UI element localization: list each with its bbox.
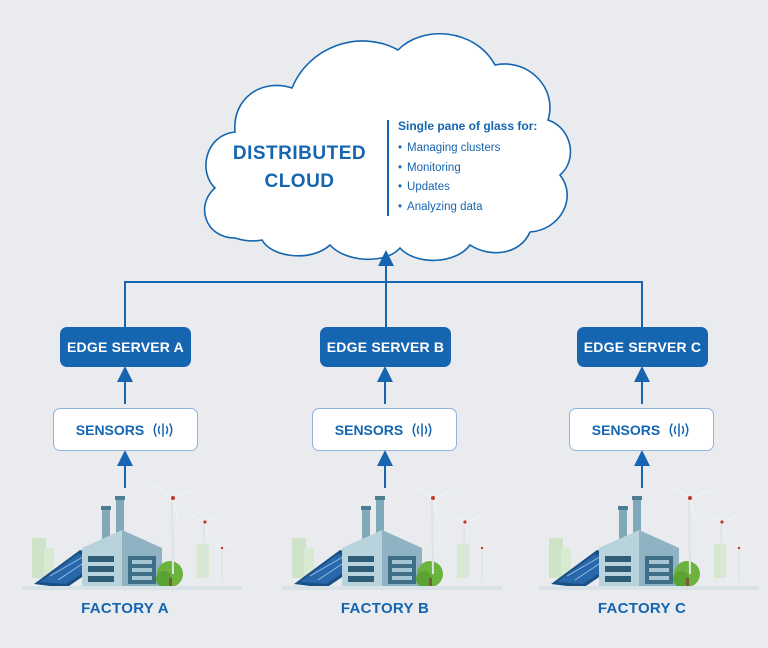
wireless-signal-icon xyxy=(667,421,691,439)
sensors-box-a: SENSORS xyxy=(53,408,198,451)
cloud-title-line2: CLOUD xyxy=(264,171,335,192)
cloud-info: Single pane of glass for: Managing clust… xyxy=(398,119,558,217)
cloud-info-item: Analyzing data xyxy=(398,198,558,218)
factory-c-label: FACTORY C xyxy=(597,600,687,617)
factory-a-illustration xyxy=(22,483,242,590)
edge-to-cloud-bus xyxy=(124,281,643,327)
sensors-box-c: SENSORS xyxy=(569,408,714,451)
edge-server-a: EDGE SERVER A xyxy=(60,327,191,367)
wireless-signal-icon xyxy=(151,421,175,439)
factory-b-illustration xyxy=(282,483,502,590)
factory-c-illustration xyxy=(539,483,759,590)
connector-lines xyxy=(117,250,650,488)
sensors-label: SENSORS xyxy=(75,421,145,438)
edge-server-b: EDGE SERVER B xyxy=(320,327,451,367)
wireless-signal-icon xyxy=(410,421,434,439)
sensors-label: SENSORS xyxy=(334,421,404,438)
cloud-title-line1: DISTRIBUTED xyxy=(232,143,367,164)
cloud-info-item: Monitoring xyxy=(398,159,558,179)
cloud-info-item: Managing clusters xyxy=(398,139,558,159)
factory-a-label: FACTORY A xyxy=(81,600,169,617)
sensors-label: SENSORS xyxy=(591,421,661,438)
factory-b-label: FACTORY B xyxy=(340,600,430,617)
cloud-info-item: Updates xyxy=(398,178,558,198)
sensors-box-b: SENSORS xyxy=(312,408,457,451)
cloud-divider xyxy=(387,120,389,216)
edge-server-c: EDGE SERVER C xyxy=(577,327,708,367)
cloud-info-header: Single pane of glass for: xyxy=(398,119,538,133)
cloud-title: DISTRIBUTED CLOUD xyxy=(212,140,387,196)
cloud-info-list: Managing clusters Monitoring Updates Ana… xyxy=(398,139,558,217)
